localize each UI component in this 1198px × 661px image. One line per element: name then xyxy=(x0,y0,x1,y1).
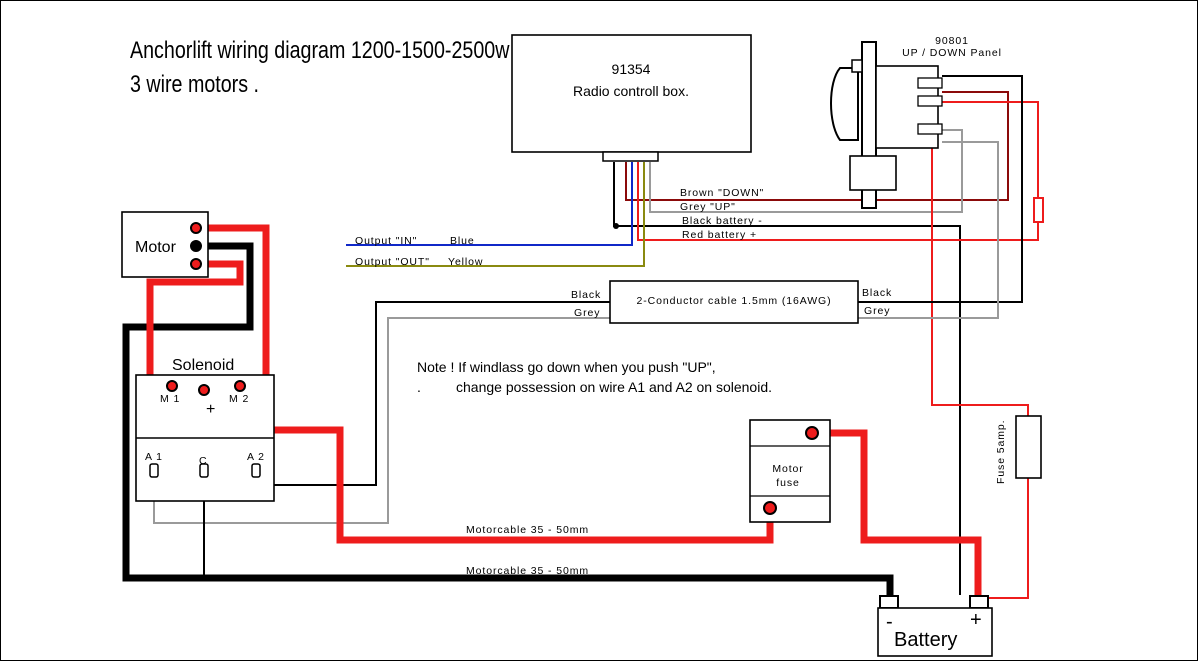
radio-box-part: 91354 xyxy=(612,61,651,77)
wire-black-a2 xyxy=(258,301,610,486)
wire-grey-panel xyxy=(858,141,999,319)
title-line-1: Anchorlift wiring diagram 1200-1500-2500… xyxy=(130,36,510,63)
label-blue: Blue xyxy=(450,235,475,247)
title-line-2: 3 wire motors . xyxy=(130,70,259,97)
radio-control-box: 91354 Radio controll box. xyxy=(511,34,752,162)
label-grey-left: Grey xyxy=(574,307,600,319)
wire-black-battery xyxy=(613,162,961,595)
motorcable-red xyxy=(200,390,774,544)
solenoid-label: Solenoid xyxy=(172,357,234,374)
panel-part: 90801 xyxy=(935,35,969,47)
label-motorcable-red: Motorcable 35 - 50mm xyxy=(466,524,589,536)
wire-yellow-output-out xyxy=(346,162,645,267)
note-line-1: Note ! If windlass go down when you push… xyxy=(417,359,716,375)
label-grey-up: Grey "UP" xyxy=(680,201,736,213)
label-black-battery: Black battery - xyxy=(682,215,763,227)
note-line-2: change possession on wire A1 and A2 on s… xyxy=(456,379,772,395)
solenoid-m1-label: M 1 xyxy=(160,393,180,405)
wire-blue-output-in xyxy=(346,162,633,246)
solenoid-terminal-m2 xyxy=(234,380,246,392)
solenoid: Solenoid M 1 + M 2 A 1 C A 2 xyxy=(135,357,275,502)
panel-terminal xyxy=(917,95,943,107)
solenoid-a1-label: A 1 xyxy=(145,451,163,463)
panel-rocker-switch xyxy=(830,67,859,141)
label-motorcable-black: Motorcable 35 - 50mm xyxy=(466,565,589,577)
solenoid-c-label: C xyxy=(199,455,207,467)
junction-dot xyxy=(613,223,619,229)
label-output-in: Output "IN" xyxy=(355,235,417,247)
battery-minus: - xyxy=(886,611,893,633)
solenoid-terminal-a1 xyxy=(149,463,159,478)
note-line-2-prefix: . xyxy=(417,379,421,395)
fuse-5amp-label: Fuse 5amp. xyxy=(995,420,1007,484)
motor-terminal-red xyxy=(190,222,202,234)
motor-fuse-terminal-top xyxy=(805,426,819,440)
motor: Motor xyxy=(121,211,209,278)
motor-terminal-black xyxy=(190,240,202,252)
radio-box-name: Radio controll box. xyxy=(573,83,689,99)
wire-grey-up xyxy=(649,129,963,213)
wire-red-fuse-battery xyxy=(988,478,1029,599)
battery-label: Battery xyxy=(894,629,957,651)
inline-fuse xyxy=(1033,197,1044,223)
motor-label: Motor xyxy=(135,239,177,256)
wire-red-battery xyxy=(637,101,1039,241)
panel-terminal xyxy=(917,77,943,89)
wire-labels: Brown "DOWN" Grey "UP" Black battery - R… xyxy=(355,187,892,577)
solenoid-m2-label: M 2 xyxy=(229,393,249,405)
wire-black-panel xyxy=(858,75,1023,303)
panel-led-housing xyxy=(849,155,897,191)
battery-box xyxy=(877,607,993,657)
fuse-5amp-box xyxy=(1015,415,1042,479)
motor-fuse-terminal-bottom xyxy=(763,501,777,515)
solenoid-a2-label: A 2 xyxy=(247,451,265,463)
label-grey-right: Grey xyxy=(864,305,890,317)
solenoid-terminal-m1 xyxy=(166,380,178,392)
radio-box-connector xyxy=(602,151,659,162)
fuse-5amp: Fuse 5amp. xyxy=(995,415,1042,484)
up-down-panel: 90801 UP / DOWN Panel xyxy=(830,35,1002,209)
two-conductor-cable: 2-Conductor cable 1.5mm (16AWG) xyxy=(609,280,859,324)
wire-red-panel-fuse xyxy=(931,83,1029,416)
label-brown-down: Brown "DOWN" xyxy=(680,187,764,199)
battery-plus: + xyxy=(970,609,982,631)
motor-fuse-label-1: Motor xyxy=(772,463,803,475)
motor-terminal-red xyxy=(190,258,202,270)
note: Note ! If windlass go down when you push… xyxy=(417,359,772,395)
panel-clip xyxy=(851,59,863,73)
label-yellow: Yellow xyxy=(448,256,483,268)
label-red-battery: Red battery + xyxy=(682,229,757,241)
radio-box-outline xyxy=(511,34,752,153)
label-black-right: Black xyxy=(862,287,892,299)
solenoid-terminal-plus xyxy=(198,384,210,396)
battery: - + Battery xyxy=(877,595,993,657)
wire-brown-down xyxy=(625,91,1009,201)
panel-name: UP / DOWN Panel xyxy=(902,47,1002,59)
wire-fuse-battery xyxy=(812,429,982,596)
solenoid-terminal-c xyxy=(199,463,209,478)
solenoid-terminal-a2 xyxy=(251,463,261,478)
battery-terminal-positive xyxy=(969,595,989,609)
motor-fuse-label-2: fuse xyxy=(776,477,799,489)
battery-terminal-negative xyxy=(879,595,899,609)
cable-label: 2-Conductor cable 1.5mm (16AWG) xyxy=(637,295,832,307)
panel-terminal xyxy=(917,123,943,135)
diagram-title: Anchorlift wiring diagram 1200-1500-2500… xyxy=(130,36,510,97)
wire-grey-a1 xyxy=(153,317,610,524)
motorcable-black xyxy=(122,242,894,596)
solenoid-plus-label: + xyxy=(206,401,215,418)
motor-fuse: Motor fuse xyxy=(749,419,831,523)
cable-box xyxy=(609,280,859,324)
label-black-left: Black xyxy=(571,289,601,301)
label-output-out: Output "OUT" xyxy=(355,256,430,268)
